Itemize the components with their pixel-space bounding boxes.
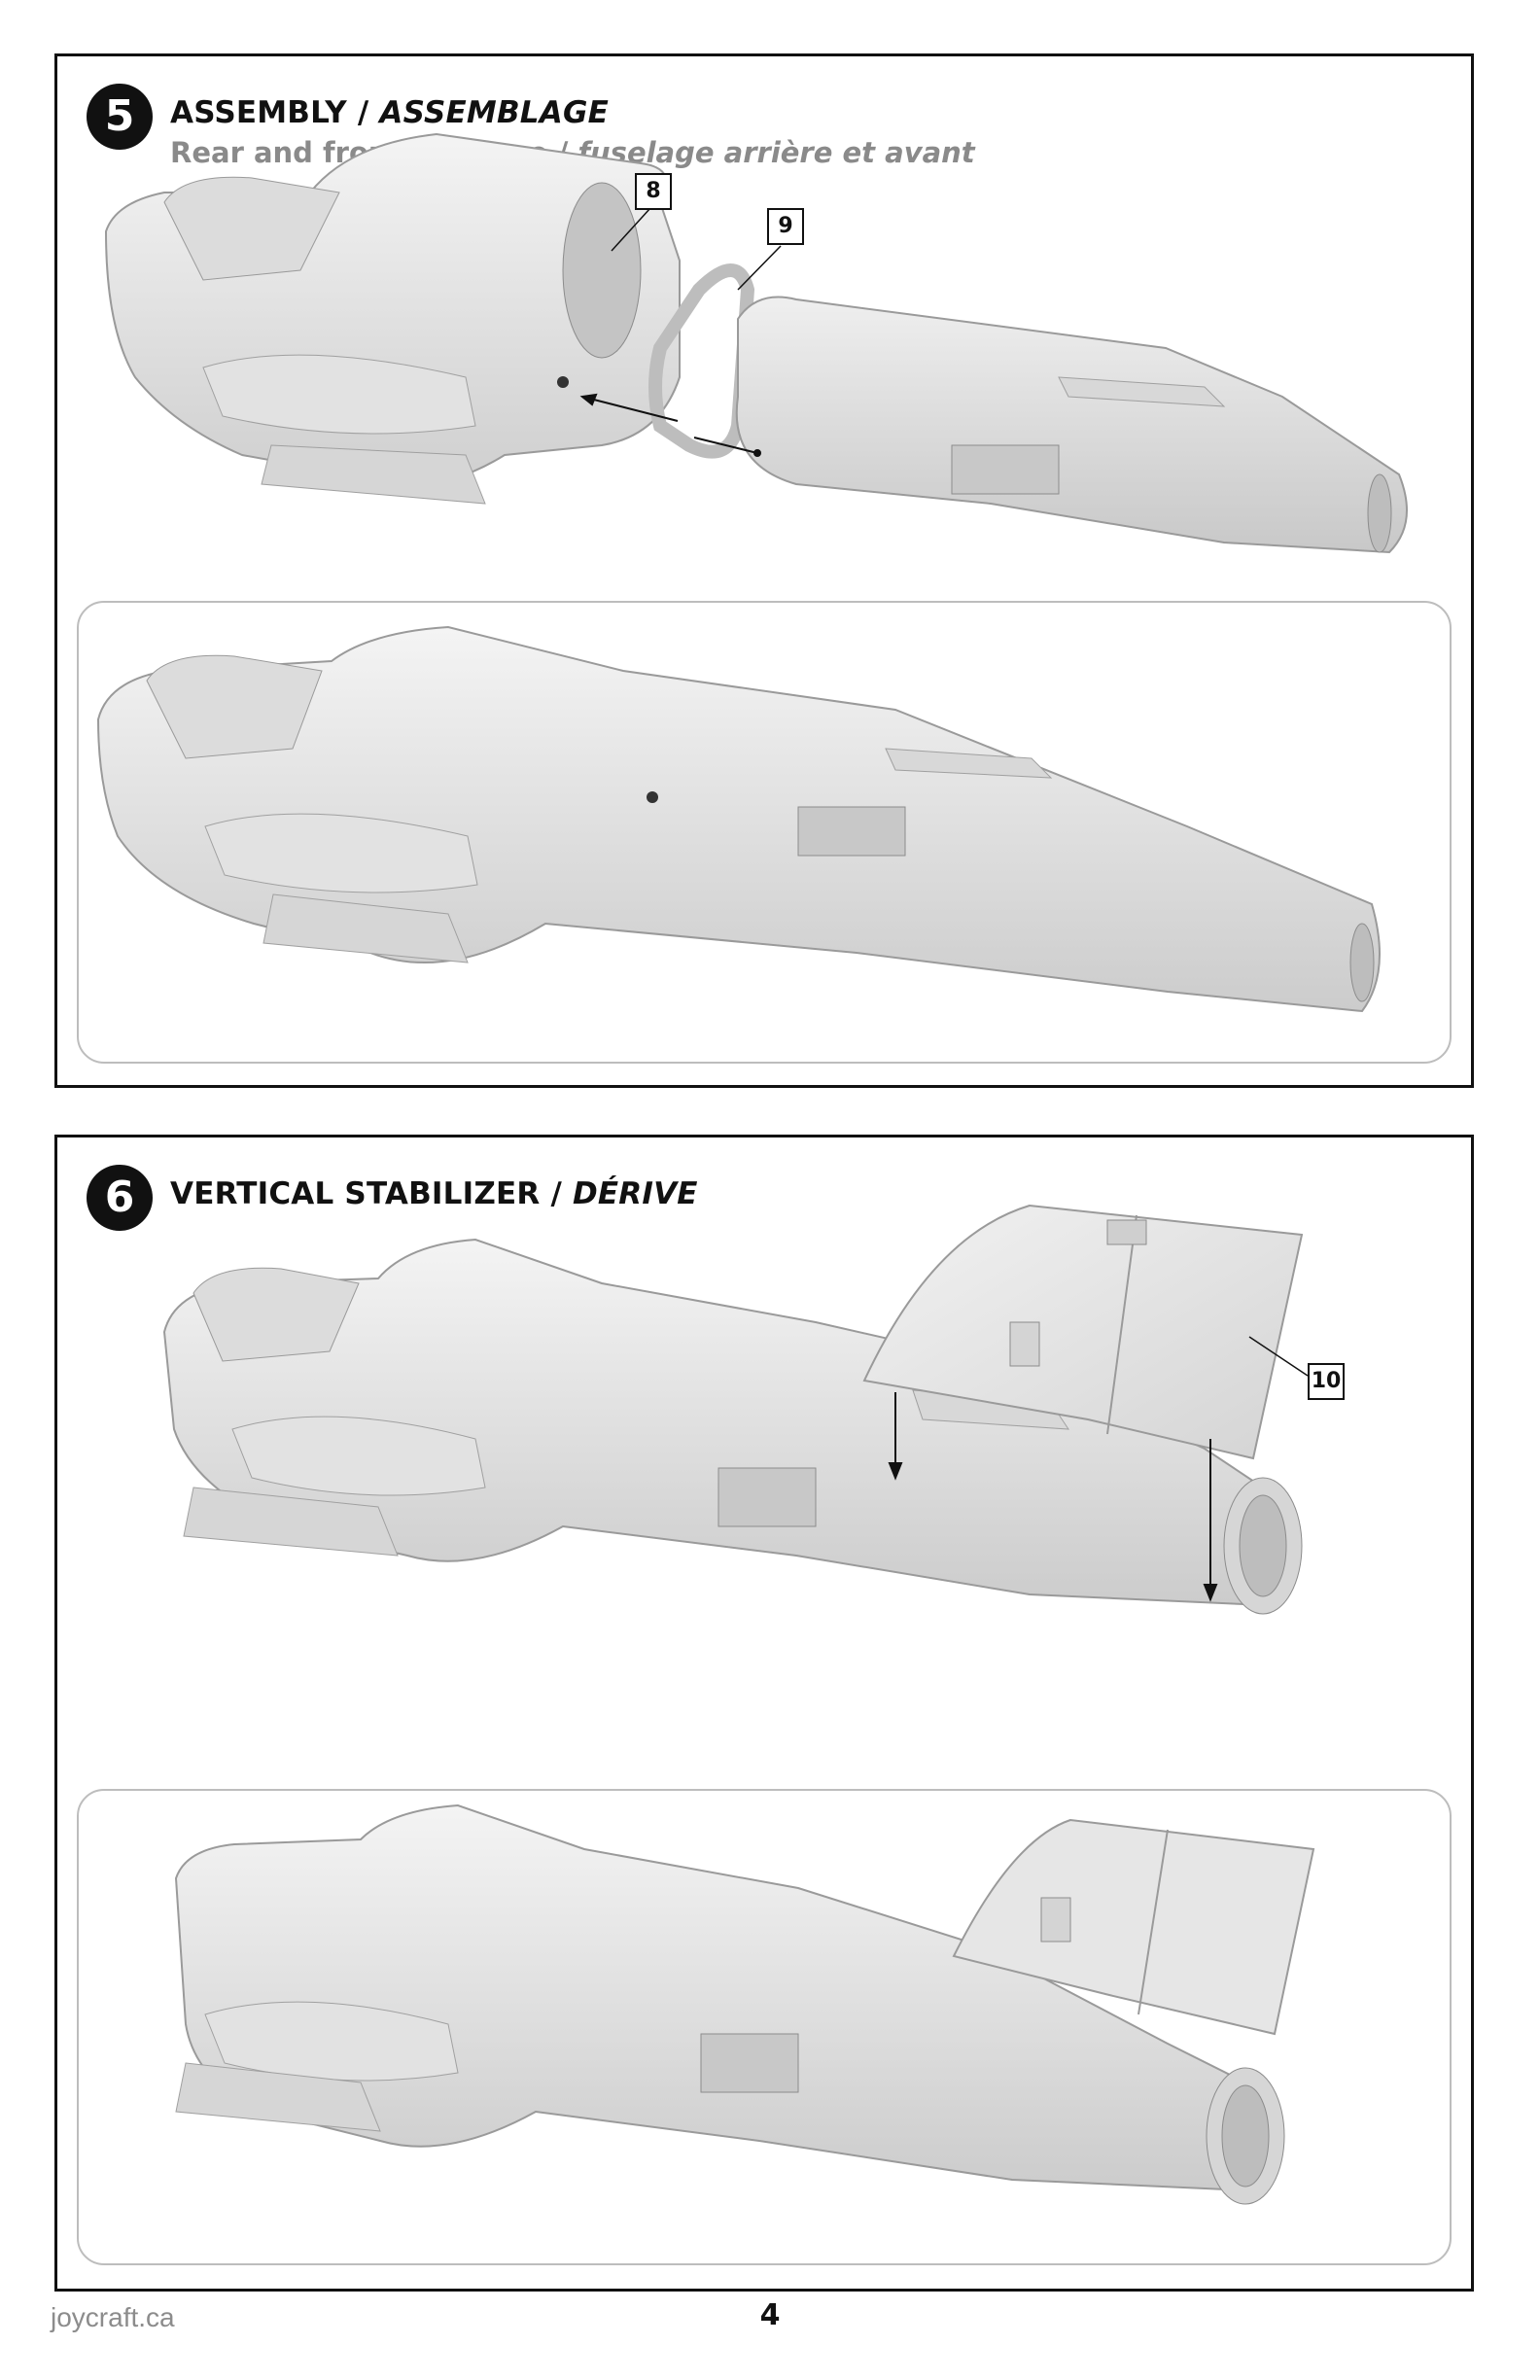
ring-part-9 [648, 263, 755, 459]
assembly-arrows [579, 393, 761, 457]
step-title: VERTICAL STABILIZER / DÉRIVE [170, 1176, 698, 1211]
step-title-fr: DÉRIVE [572, 1176, 698, 1211]
part-callout-9: 9 [767, 208, 804, 245]
assembled-result-box [77, 601, 1452, 1064]
step-5-panel: 5 ASSEMBLY / ASSEMBLAGE Rear and front f… [54, 53, 1474, 1088]
vertical-stabilizer-part-10 [862, 1204, 1304, 1460]
step-6-panel: 6 VERTICAL STABILIZER / DÉRIVE [54, 1135, 1474, 2292]
step-title-en: VERTICAL STABILIZER / [170, 1176, 562, 1211]
step-number-badge: 5 [87, 84, 153, 150]
assembly-arrows [888, 1392, 1218, 1602]
footer-website: joycraft.ca [51, 2302, 175, 2332]
part-leader-line [1248, 1336, 1309, 1377]
assembled-fuselage-illustration [96, 625, 1381, 1013]
step-title-en: ASSEMBLY / [170, 95, 369, 130]
part-callout-8: 8 [635, 173, 672, 210]
stabilizer-exploded-illustration [162, 1204, 1309, 1615]
footer-page-number: 4 [759, 2298, 781, 2332]
exploded-view-illustration [104, 132, 1408, 554]
part-callout-10: 10 [1308, 1363, 1345, 1400]
assembled-stabilizer-illustration [174, 1803, 1315, 2205]
rear-fuselage-part [735, 296, 1408, 554]
step-number-badge: 6 [87, 1165, 153, 1231]
fuselage-assembly [162, 1238, 1303, 1615]
step-title-fr: ASSEMBLAGE [379, 95, 609, 130]
front-fuselage-part [104, 132, 681, 505]
assembled-result-box [77, 1789, 1452, 2265]
step-title: ASSEMBLY / ASSEMBLAGE [170, 95, 609, 130]
